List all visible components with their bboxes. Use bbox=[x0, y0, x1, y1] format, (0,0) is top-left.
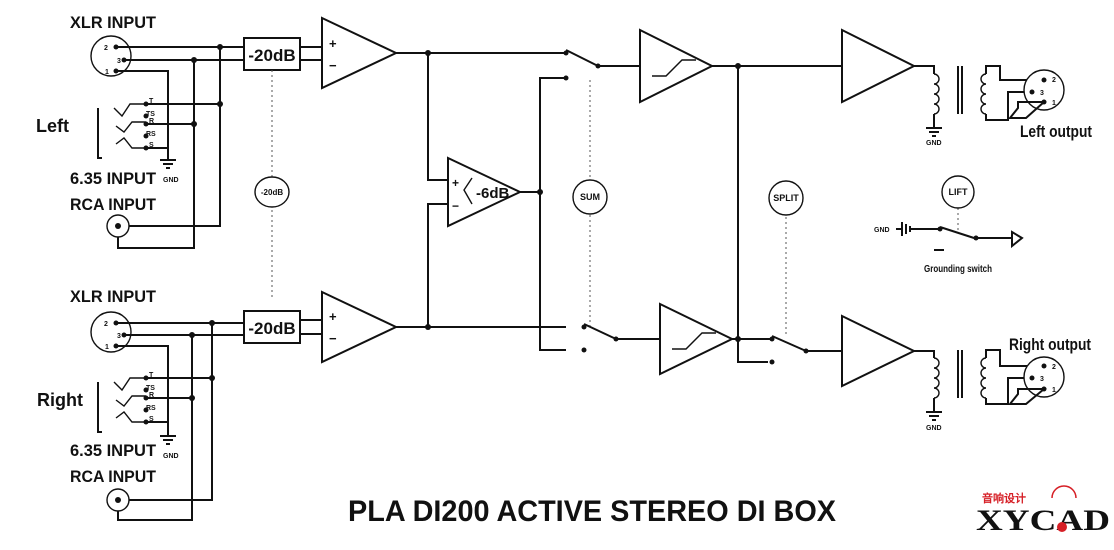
gnd-label: GND bbox=[163, 453, 179, 460]
split-switch-contacts[interactable] bbox=[738, 335, 809, 365]
upper-filter-buffer bbox=[639, 28, 715, 104]
right-output-amplifier bbox=[841, 314, 917, 388]
left-output-amplifier bbox=[841, 28, 917, 104]
summing-gain-label: -6dB bbox=[476, 185, 510, 202]
amp-minus: − bbox=[329, 58, 337, 73]
left-rca-label: RCA INPUT bbox=[70, 195, 157, 214]
amp-minus: − bbox=[329, 331, 337, 346]
jack-pin-rs: RS bbox=[146, 131, 156, 138]
right-pad-box bbox=[243, 310, 301, 344]
split-switch[interactable]: SPLIT bbox=[768, 180, 804, 216]
left-output-label: Left output bbox=[1020, 122, 1092, 141]
left-input-ground-icon bbox=[160, 148, 176, 169]
left-output-ground-icon bbox=[926, 120, 942, 137]
amp-plus: + bbox=[329, 309, 337, 324]
xlr-pin-2: 2 bbox=[1052, 364, 1056, 371]
right-input-section: XLR INPUT 2 3 1 Right T TS R RS S bbox=[37, 287, 322, 521]
jack-pin-ts: TS bbox=[146, 111, 155, 118]
jack-pin-s: S bbox=[149, 416, 154, 423]
lower-filter-buffer bbox=[659, 302, 735, 376]
gnd-label: GND bbox=[874, 227, 890, 234]
right-output-xlr-connector bbox=[1023, 356, 1065, 398]
lower-sum-switch[interactable] bbox=[581, 323, 619, 353]
xlr-pin-1: 1 bbox=[1052, 387, 1056, 394]
xlr-pin-2: 2 bbox=[1052, 77, 1056, 84]
xlr-pin-2: 2 bbox=[104, 45, 108, 52]
right-input-ground-icon bbox=[160, 422, 176, 445]
right-output-ground-icon bbox=[926, 404, 942, 421]
right-pad-label: -20dB bbox=[248, 319, 295, 338]
xlr-pin-3: 3 bbox=[117, 58, 121, 65]
jack-pin-t: T bbox=[149, 98, 154, 105]
left-side-label: Left bbox=[36, 116, 69, 136]
jack-pin-r: R bbox=[149, 118, 154, 125]
right-output-label: Right output bbox=[1009, 335, 1091, 354]
left-output-xlr-connector bbox=[1023, 69, 1065, 111]
xlr-pin-3: 3 bbox=[1040, 90, 1044, 97]
sum-switch[interactable]: SUM bbox=[572, 179, 608, 215]
xycad-logo: 音响设计 XYCAD bbox=[976, 485, 1110, 537]
xlr-pin-3: 3 bbox=[1040, 376, 1044, 383]
logo-subtitle: 音响设计 bbox=[982, 491, 1026, 505]
gnd-label: GND bbox=[163, 177, 179, 184]
left-output-transformer bbox=[914, 65, 1040, 121]
jack-pin-s: S bbox=[149, 142, 154, 149]
left-input-amplifier: + − bbox=[321, 16, 399, 90]
lift-switch-label: LIFT bbox=[949, 187, 968, 197]
left-input-section: XLR INPUT 2 3 1 Left T TS R RS bbox=[36, 13, 322, 249]
amp-plus: + bbox=[329, 36, 337, 51]
logo-text: XYCAD bbox=[976, 504, 1110, 537]
left-pad-label: -20dB bbox=[248, 46, 295, 65]
diagram-title: PLA DI200 ACTIVE STEREO DI BOX bbox=[348, 495, 836, 528]
jack-pin-t: T bbox=[149, 372, 154, 379]
right-jack-label: 6.35 INPUT bbox=[70, 441, 157, 460]
jack-pin-rs: RS bbox=[146, 405, 156, 412]
left-xlr-label: XLR INPUT bbox=[70, 13, 157, 32]
right-jack-connector: T TS R RS S bbox=[97, 372, 215, 433]
xlr-pin-2: 2 bbox=[104, 321, 108, 328]
grounding-switch-label: Grounding switch bbox=[924, 264, 992, 275]
pad-switch-label: -20dB bbox=[261, 188, 283, 197]
jack-pin-r: R bbox=[149, 392, 154, 399]
upper-sum-switch[interactable] bbox=[563, 49, 601, 81]
gnd-label: GND bbox=[926, 140, 942, 147]
xlr-pin-1: 1 bbox=[105, 69, 109, 76]
right-xlr-label: XLR INPUT bbox=[70, 287, 157, 306]
xlr-pin-1: 1 bbox=[1052, 100, 1056, 107]
left-jack-label: 6.35 INPUT bbox=[70, 169, 157, 188]
lift-switch[interactable]: LIFT bbox=[941, 175, 975, 209]
xlr-pin-1: 1 bbox=[105, 344, 109, 351]
summing-amplifier: + − -6dB bbox=[447, 156, 523, 228]
gnd-label: GND bbox=[926, 425, 942, 432]
pad-switch[interactable]: -20dB bbox=[254, 176, 290, 208]
grounding-switch[interactable]: GND bbox=[874, 208, 1024, 251]
right-output-transformer bbox=[914, 349, 1040, 405]
right-input-amplifier: + − bbox=[321, 290, 399, 364]
amp-minus: − bbox=[452, 199, 459, 213]
xlr-pin-3: 3 bbox=[117, 333, 121, 340]
sum-switch-label: SUM bbox=[580, 192, 600, 202]
right-rca-label: RCA INPUT bbox=[70, 467, 157, 486]
left-jack-connector: T TS R RS S bbox=[97, 98, 223, 159]
jack-pin-ts: TS bbox=[146, 385, 155, 392]
right-side-label: Right bbox=[37, 390, 83, 410]
split-switch-label: SPLIT bbox=[773, 193, 799, 203]
amp-plus: + bbox=[452, 176, 459, 190]
